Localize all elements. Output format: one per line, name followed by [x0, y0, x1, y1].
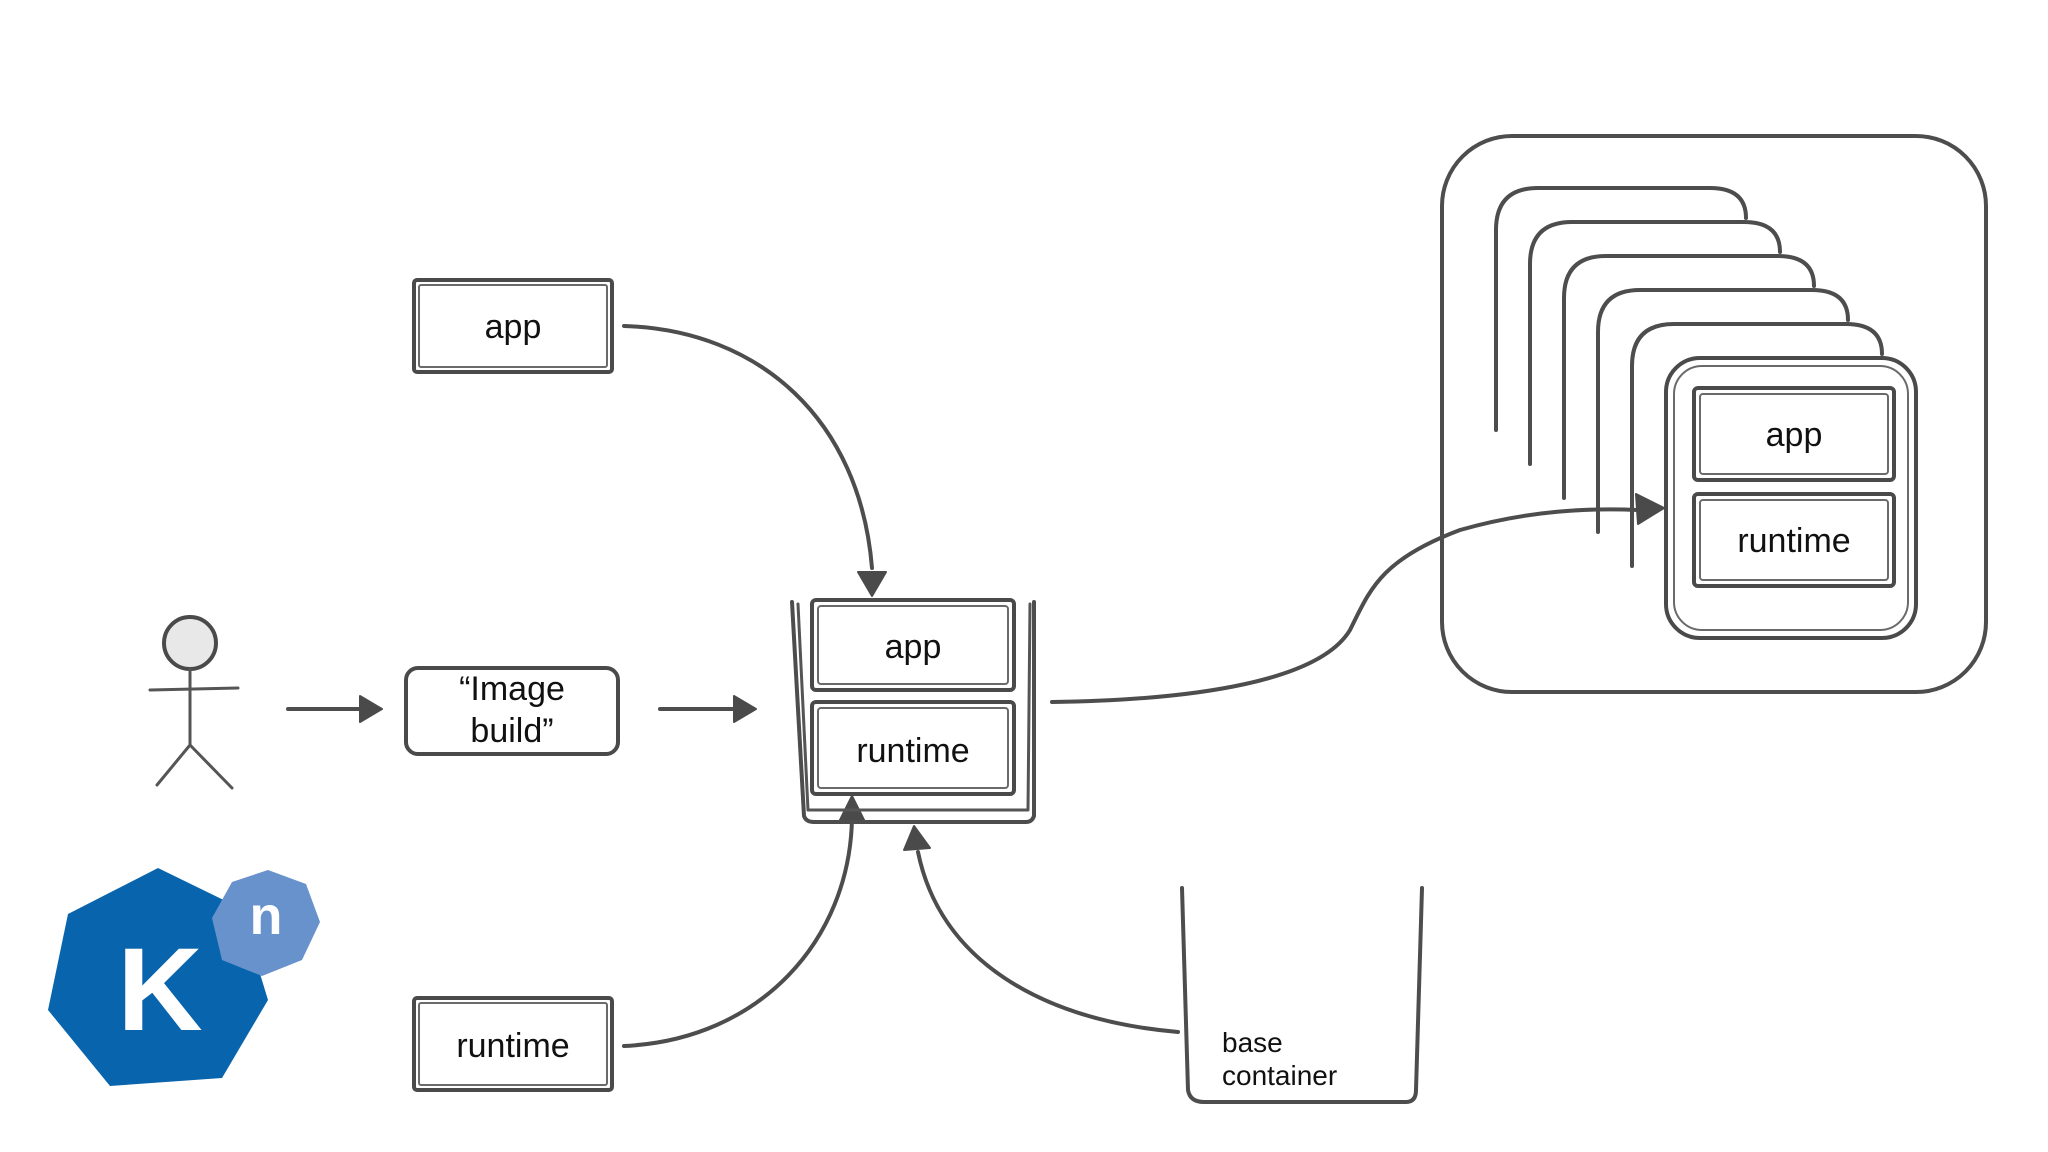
knative-logo: K n [48, 868, 320, 1086]
base-container-label-line1: base [1222, 1027, 1283, 1058]
arrow-runtime-to-image [622, 795, 865, 1048]
image-app-label: app [885, 628, 942, 666]
knative-logo-main-heptagon [48, 868, 268, 1086]
arrow-image-to-deployment [1050, 493, 1665, 704]
image-build-label-line1: “Image [459, 670, 565, 708]
deployed-instance: app runtime [1692, 386, 1896, 588]
knative-logo-badge-heptagon [212, 870, 320, 976]
runtime-source-box: runtime [412, 996, 614, 1092]
runtime-source-label: runtime [456, 1027, 569, 1065]
app-source-label: app [485, 308, 542, 346]
deployed-app-label: app [1766, 416, 1823, 454]
deployed-runtime-label: runtime [1737, 522, 1850, 560]
image-runtime-label: runtime [856, 732, 969, 770]
base-container-label-line2: container [1222, 1060, 1337, 1091]
deployment-cluster [1440, 134, 1988, 694]
knative-logo-main-letter: K [117, 924, 202, 1056]
app-source-box: app [412, 278, 614, 374]
arrow-base-to-image [903, 825, 1180, 1034]
image-build-label-line2: build” [470, 712, 553, 750]
developer-figure [148, 615, 240, 790]
arrow-build-to-image [658, 695, 757, 723]
arrow-app-to-image [622, 324, 887, 597]
base-container: base container [1180, 886, 1424, 1104]
container-image: app runtime [790, 598, 1036, 824]
image-build-box: “Image build” [404, 666, 620, 756]
knative-logo-badge-letter: n [250, 886, 283, 946]
arrow-developer-to-build [286, 695, 383, 723]
